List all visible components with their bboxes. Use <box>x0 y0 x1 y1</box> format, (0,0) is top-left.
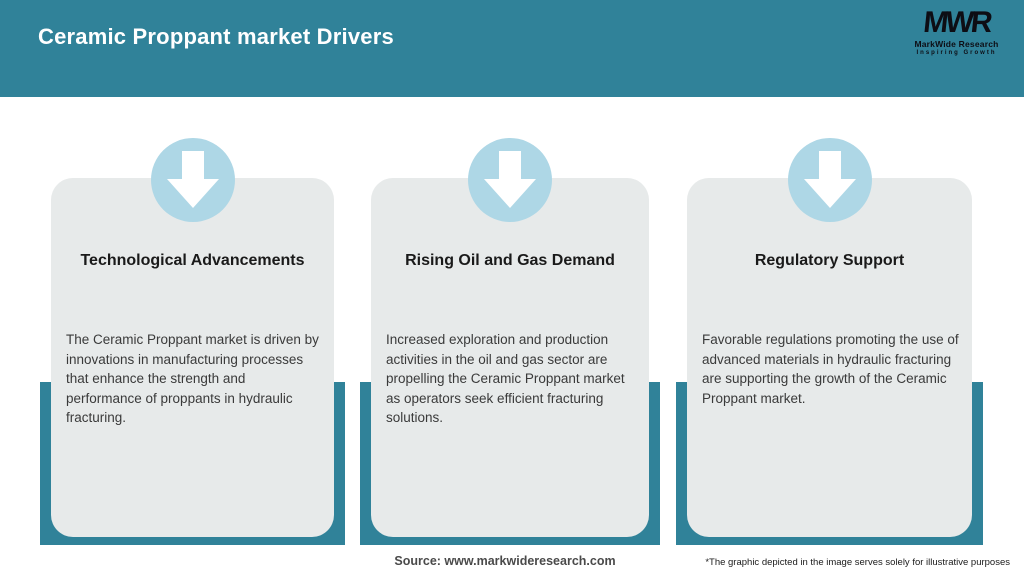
driver-card <box>371 178 649 537</box>
driver-column: Rising Oil and Gas Demand Increased expl… <box>360 0 660 576</box>
source-text: Source: www.markwideresearch.com <box>394 554 616 568</box>
driver-column: Technological Advancements The Ceramic P… <box>40 0 345 576</box>
driver-card <box>687 178 972 537</box>
driver-card-title: Regulatory Support <box>754 252 905 269</box>
driver-column: Regulatory Support Favorable regulations… <box>676 0 983 576</box>
logo-name: MarkWide Research <box>914 39 999 49</box>
driver-card-body: Increased exploration and production act… <box>386 332 625 425</box>
markwide-research-logo: MWR MarkWide Research Inspiring Growth <box>909 6 1004 56</box>
disclaimer-text: *The graphic depicted in the image serve… <box>705 557 1010 568</box>
logo-tagline: Inspiring Growth <box>916 50 997 56</box>
down-arrow-icon <box>787 138 872 222</box>
driver-card-title: Rising Oil and Gas Demand <box>405 252 615 269</box>
driver-card-body: The Ceramic Proppant market is driven by… <box>66 332 319 425</box>
page-title: Ceramic Proppant market Drivers <box>38 24 394 49</box>
header-bar: Ceramic Proppant market Drivers MWR Mark… <box>0 0 1024 97</box>
driver-card <box>51 178 334 537</box>
down-arrow-icon <box>150 138 235 222</box>
driver-card-body: Favorable regulations promoting the use … <box>702 332 959 406</box>
down-arrow-icon <box>468 138 552 222</box>
driver-card-title: Technological Advancements <box>80 252 305 269</box>
